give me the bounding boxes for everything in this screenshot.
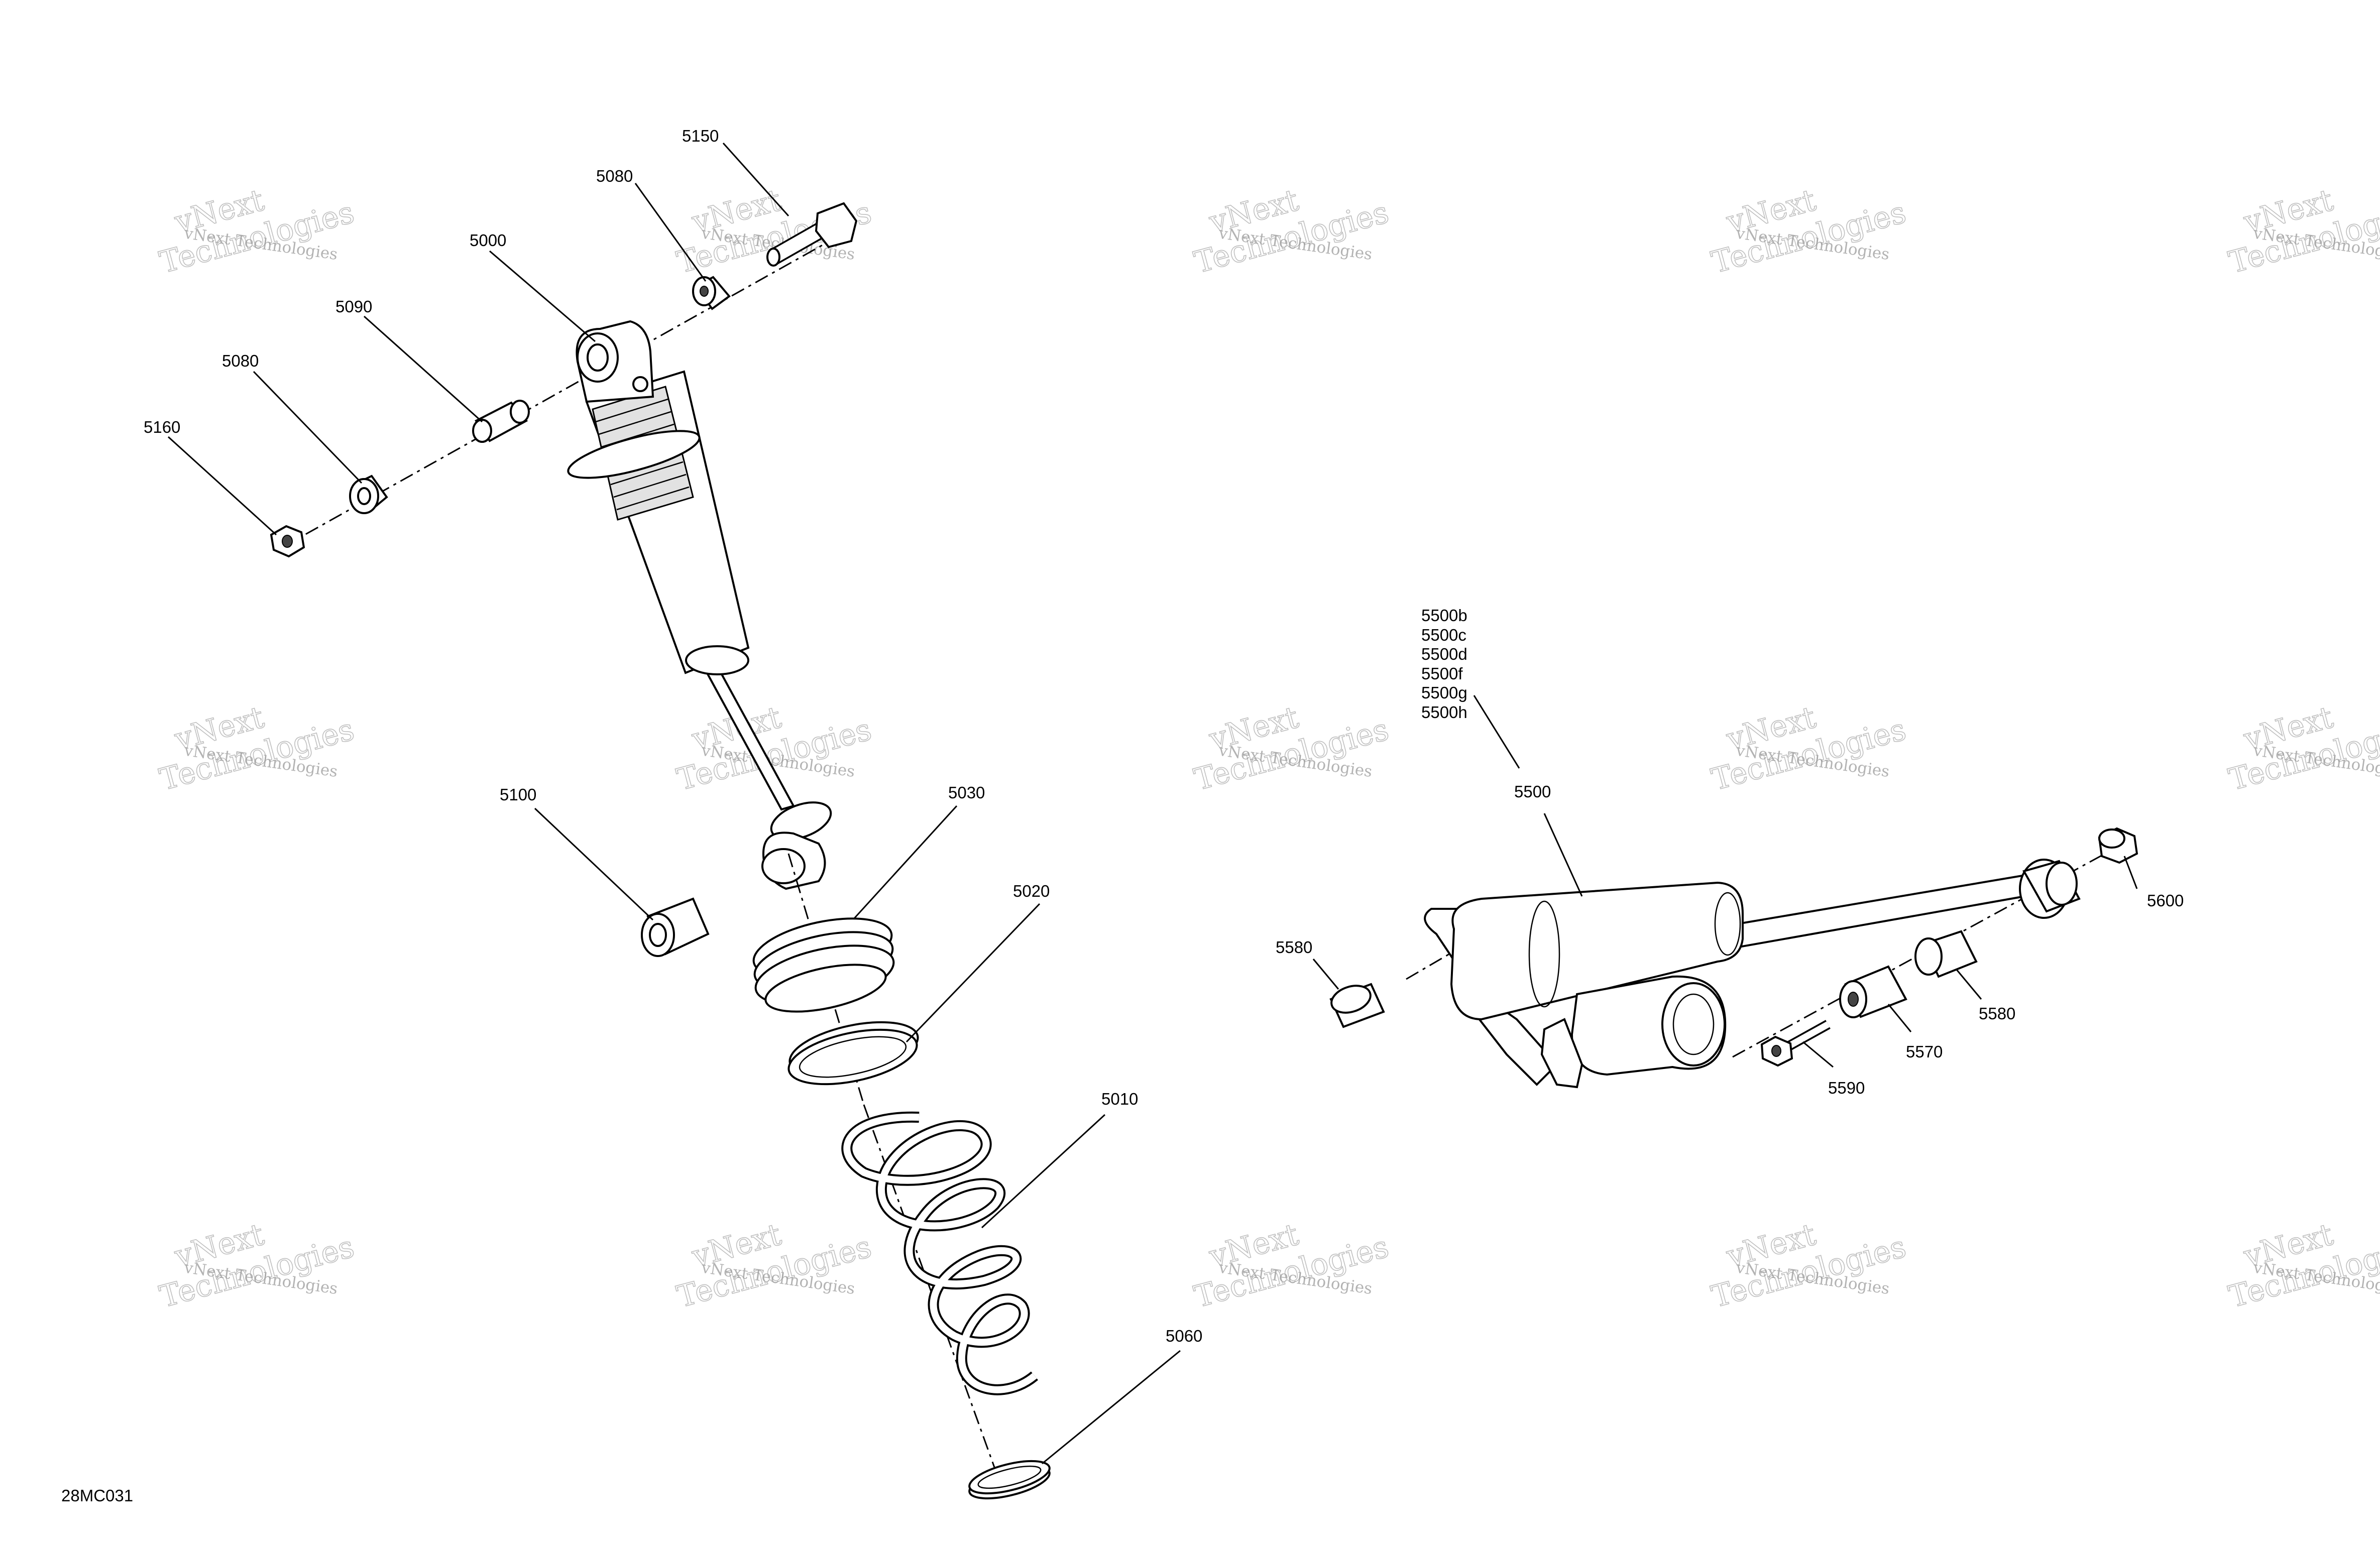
callout-5020: 5020 — [1013, 882, 1050, 900]
spacer-5570[interactable] — [1839, 965, 1907, 1018]
bushing-5080-upper[interactable] — [692, 276, 731, 310]
retaining-clip-5060[interactable] — [966, 1455, 1053, 1505]
watermark-r3c3: vNext Technologies vNext Technologies — [1190, 1217, 1393, 1315]
leader-lines — [167, 142, 2138, 1465]
watermark-r3c4: vNext Technologies vNext Technologies — [1708, 1217, 1910, 1315]
watermark-r3c5: vNext Technologies vNext Technologies — [2225, 1217, 2380, 1315]
callout-5590: 5590 — [1828, 1079, 1865, 1097]
callout-5150: 5150 — [682, 127, 719, 145]
variant-5500h: 5500h — [1421, 703, 1467, 722]
callout-5580-left: 5580 — [1276, 938, 1312, 957]
bushing-5580-left[interactable] — [1328, 981, 1385, 1028]
callout-5030: 5030 — [948, 783, 985, 802]
figure-id: 28MC031 — [61, 1486, 133, 1505]
variant-5500g: 5500g — [1421, 683, 1467, 702]
spring-seat-5030[interactable] — [748, 908, 899, 1020]
callout-5100: 5100 — [500, 785, 536, 804]
variant-5500b: 5500b — [1421, 606, 1467, 625]
callout-5080-lower: 5080 — [222, 351, 259, 370]
watermark-r2c1: vNext Technologies vNext Technologies — [156, 699, 358, 798]
callout-5570: 5570 — [1906, 1042, 1943, 1061]
watermark-r2c4: vNext Technologies vNext Technologies — [1708, 699, 1910, 798]
callout-5500: 5500 — [1514, 782, 1551, 801]
callout-5080-upper: 5080 — [596, 167, 633, 185]
callout-5580-right: 5580 — [1979, 1004, 2015, 1023]
callout-5060: 5060 — [1166, 1327, 1202, 1345]
nut-5600[interactable] — [2098, 827, 2138, 864]
watermark-r2c5: vNext Technologies vNext Technologies — [2225, 699, 2380, 798]
bushing-5580-right[interactable] — [1914, 930, 1978, 978]
watermark-r3c2: vNext Technologies vNext Technologies — [673, 1217, 875, 1315]
callout-labels: 5150 5080 5000 5090 5080 5160 5100 5030 … — [61, 127, 2184, 1505]
collar-5020[interactable] — [784, 1012, 923, 1094]
steering-damper-5500[interactable] — [1424, 859, 2081, 1089]
watermark-grid: vNext Technologies vNext Technologies vN… — [156, 182, 2380, 1315]
bushing-5100[interactable] — [641, 897, 710, 957]
shock-absorber-5000[interactable] — [564, 320, 836, 890]
watermark-r1c4: vNext Technologies vNext Technologies — [1708, 182, 1910, 281]
watermark-r1c5: vNext Technologies vNext Technologies — [2225, 182, 2380, 281]
bolt-5150[interactable] — [766, 202, 858, 267]
callout-5600: 5600 — [2147, 891, 2184, 910]
watermark-r1c3: vNext Technologies vNext Technologies — [1190, 182, 1393, 281]
callout-5160: 5160 — [144, 418, 180, 436]
watermark-r3c1: vNext Technologies vNext Technologies — [156, 1217, 358, 1315]
nut-5160[interactable] — [270, 525, 305, 558]
bolt-5590[interactable] — [1760, 1020, 1831, 1067]
variant-5500f: 5500f — [1421, 664, 1463, 683]
coil-spring-5010[interactable] — [841, 1111, 1039, 1395]
bushing-5080-lower[interactable] — [349, 474, 388, 514]
variant-5500c: 5500c — [1421, 626, 1466, 644]
sleeve-5090[interactable] — [472, 400, 530, 443]
callout-5000: 5000 — [470, 231, 506, 250]
variant-5500d: 5500d — [1421, 645, 1467, 663]
variant-list-5500: 5500b 5500c 5500d 5500f 5500g 5500h — [1421, 606, 1467, 722]
watermark-r1c1: vNext Technologies vNext Technologies — [156, 182, 358, 281]
callout-5010: 5010 — [1101, 1090, 1138, 1108]
callout-5090: 5090 — [335, 297, 372, 316]
watermark-r2c3: vNext Technologies vNext Technologies — [1190, 699, 1393, 798]
